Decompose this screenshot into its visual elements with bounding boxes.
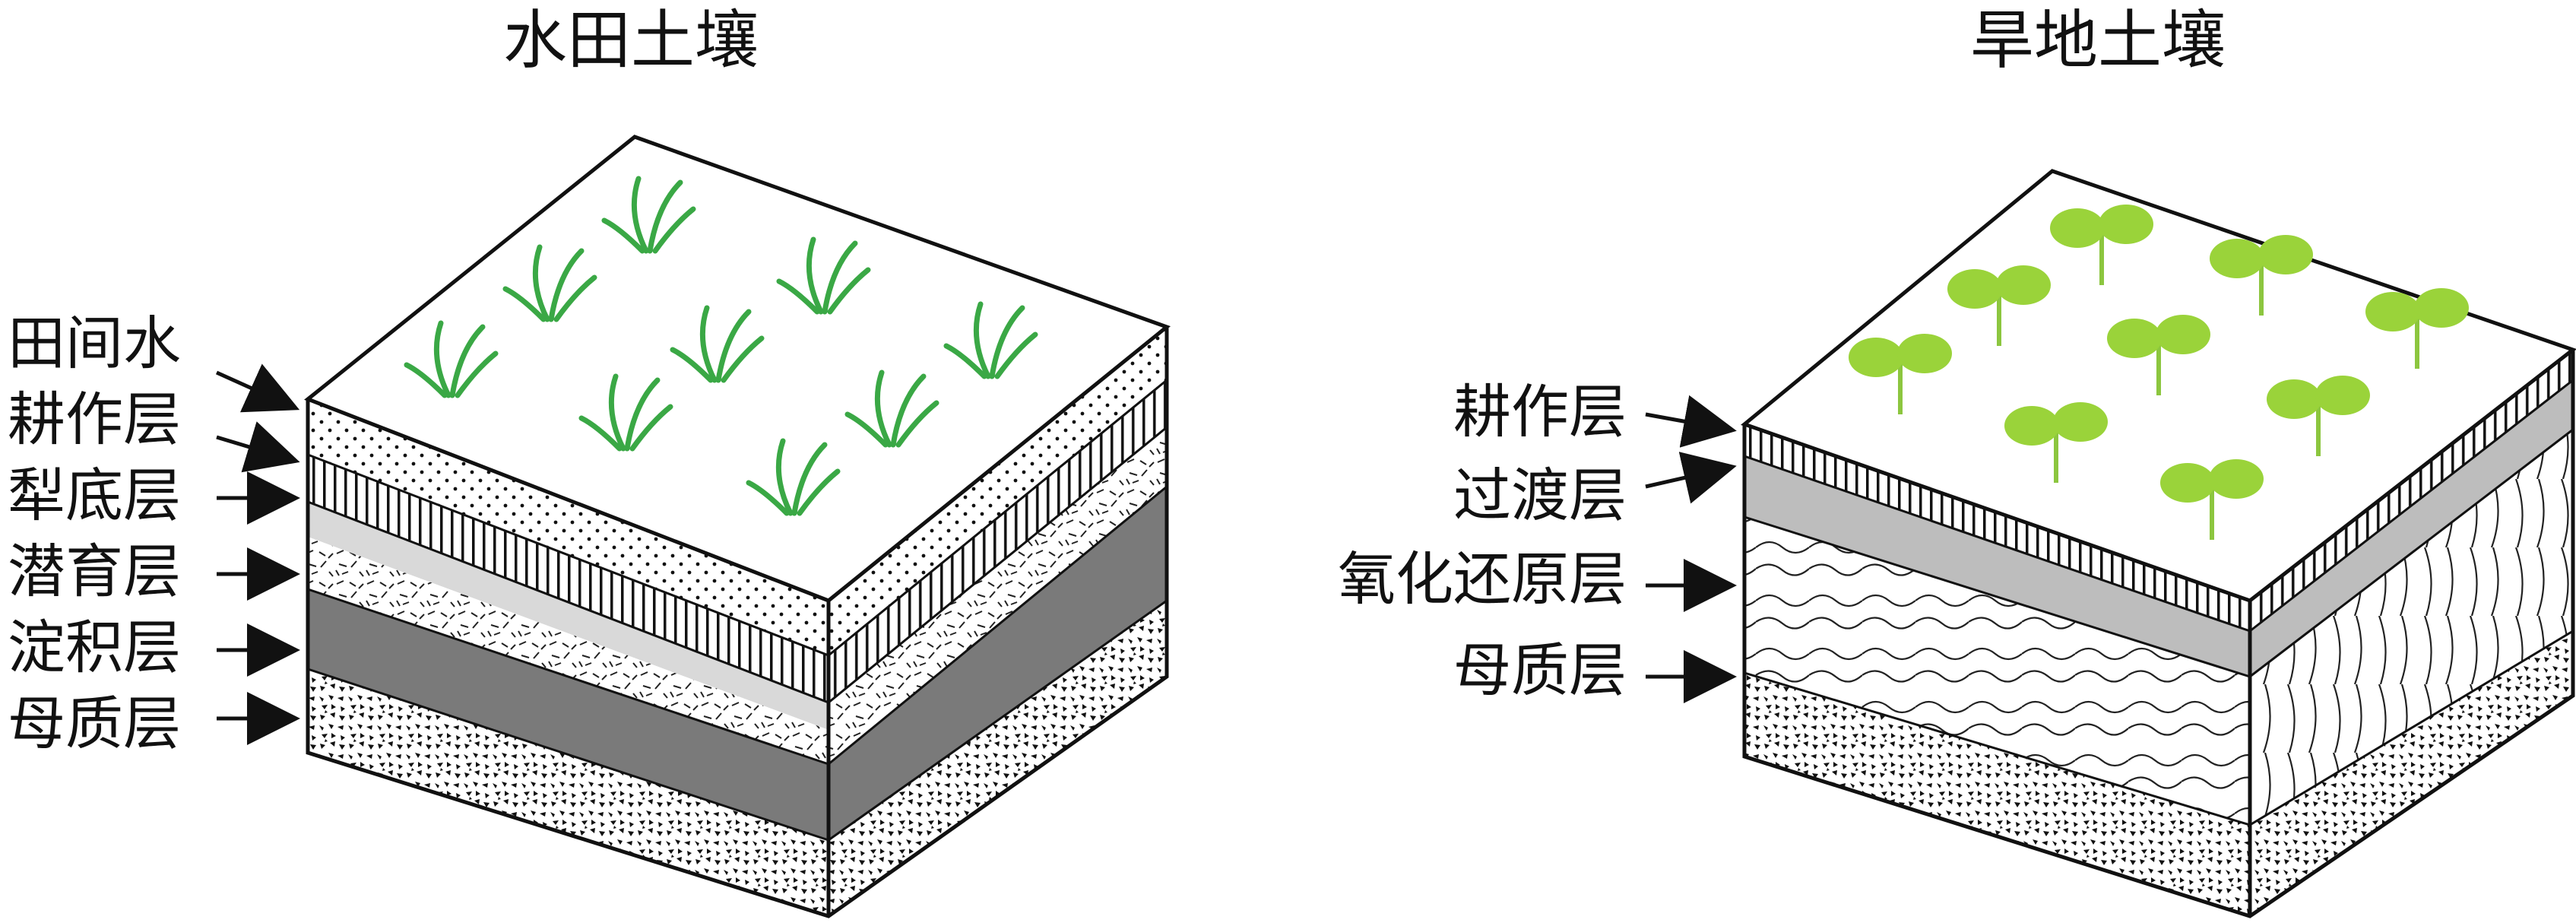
- rice-plant-icon: [670, 305, 765, 383]
- seedling-icon: [2267, 376, 2370, 456]
- upland-tillage-layer-front: [1744, 424, 2250, 631]
- rice-plant-icon: [502, 244, 597, 322]
- paddy-label-parent: 母质层: [8, 690, 181, 757]
- paddy-arrows: [215, 363, 300, 745]
- seedling-icon: [2107, 315, 2210, 395]
- paddy-label-tillage: 耕作层: [8, 385, 181, 453]
- rice-seedlings: [404, 176, 1038, 516]
- seedling-icon: [2210, 235, 2313, 316]
- seedling-icon: [1849, 334, 1952, 414]
- seedling-icon: [1947, 265, 2051, 346]
- arrow-icon: [216, 421, 300, 473]
- upland-redox-layer-side: [2250, 430, 2573, 825]
- rice-plant-icon: [776, 236, 871, 315]
- seedling-icon: [2004, 402, 2108, 483]
- paddy-illuvial-layer-front: [308, 589, 829, 840]
- paddy-label-illuvial: 淀积层: [8, 614, 181, 681]
- paddy-plowpan-layer-side: [829, 380, 1167, 703]
- upland-label-redox: 氧化还原层: [1338, 545, 1627, 613]
- upland-soil-block: [1740, 169, 2576, 918]
- paddy-parent-layer-front: [308, 669, 829, 916]
- paddy-plowpan-layer-front: [308, 455, 829, 703]
- upland-label-transition: 过渡层: [1453, 462, 1627, 529]
- rice-plant-icon: [578, 373, 673, 452]
- arrow-icon: [1645, 395, 1737, 448]
- arrow-icon: [1645, 452, 1737, 504]
- upland-redox-layer-front: [1744, 517, 2250, 825]
- upland-title: 旱地土壤: [1970, 3, 2226, 78]
- upland-parent-layer-side: [2250, 631, 2573, 916]
- upland-seedlings: [1849, 205, 2469, 540]
- upland-transition-layer-front: [1744, 456, 2250, 677]
- paddy-illuvial-layer-side: [829, 487, 1167, 840]
- upland-layer-labels: 耕作层 过渡层 氧化还原层 母质层: [1338, 378, 1627, 704]
- upland-tillage-layer-side: [2250, 350, 2573, 631]
- paddy-soil-block: [304, 135, 1171, 918]
- rice-plant-icon: [404, 320, 499, 398]
- rice-plant-icon: [943, 301, 1038, 379]
- rice-plant-icon: [601, 176, 696, 254]
- upland-label-parent: 母质层: [1453, 636, 1627, 704]
- paddy-gley-layer-side: [829, 427, 1167, 764]
- seedling-icon: [2160, 459, 2264, 540]
- paddy-gley-layer-front: [308, 502, 829, 730]
- rice-plant-icon: [746, 438, 841, 516]
- seedling-icon: [2050, 205, 2153, 285]
- paddy-label-plowpan: 犁底层: [8, 462, 181, 529]
- paddy-parent-layer-side: [829, 601, 1167, 916]
- paddy-layer-labels: 田间水 耕作层 犁底层 潜育层 淀积层 母质层: [8, 309, 181, 757]
- paddy-label-field-water: 田间水: [8, 309, 181, 377]
- paddy-tillage-layer-front: [308, 399, 829, 655]
- paddy-tillage-layer-side: [829, 327, 1167, 655]
- rice-plant-icon: [844, 370, 939, 448]
- upland-transition-layer-side: [2250, 380, 2573, 677]
- upland-label-tillage: 耕作层: [1453, 378, 1627, 446]
- upland-arrows: [1645, 395, 1737, 703]
- paddy-title: 水田土壤: [503, 3, 759, 78]
- paddy-gley-hatch-front: [308, 537, 829, 764]
- seedling-icon: [2365, 288, 2469, 369]
- upland-parent-layer-front: [1744, 673, 2250, 916]
- arrow-icon: [215, 363, 300, 413]
- paddy-label-gley: 潜育层: [8, 538, 181, 605]
